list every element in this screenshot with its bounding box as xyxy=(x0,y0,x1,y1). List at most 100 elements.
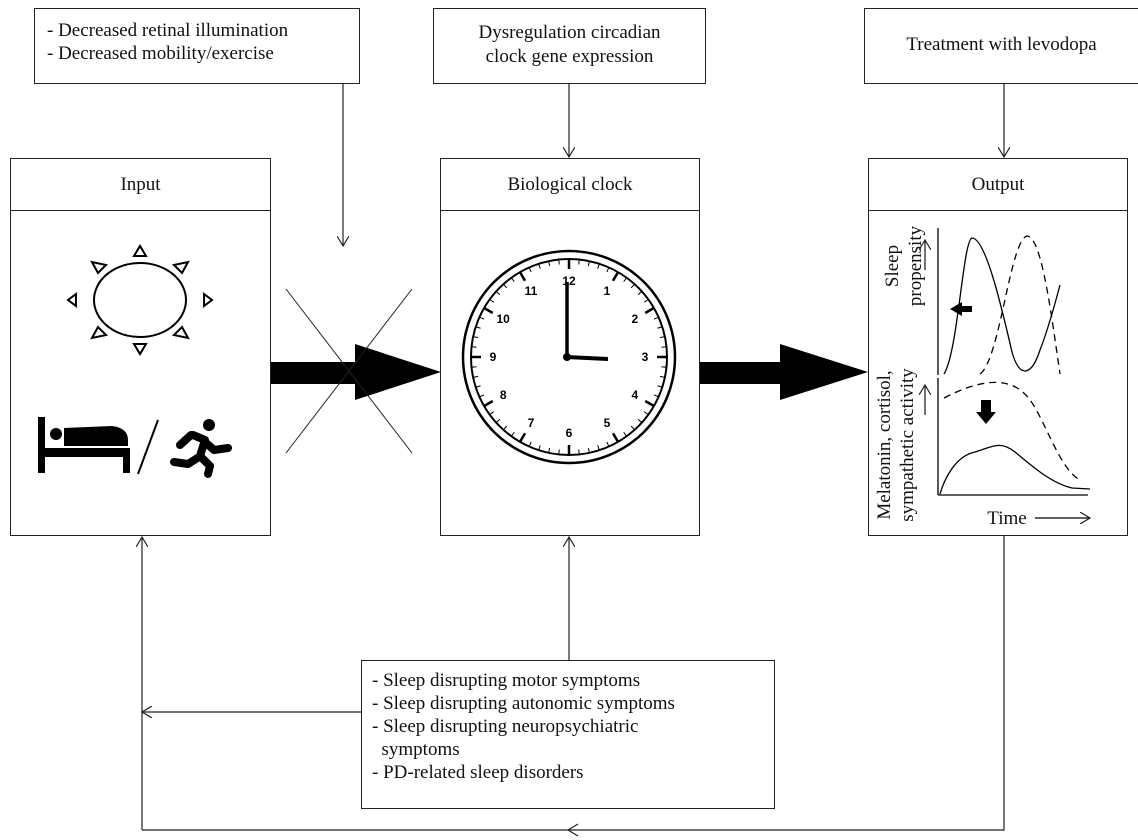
clock-header: Biological clock xyxy=(441,159,699,211)
cross-line-2 xyxy=(285,288,413,454)
melatonin-graph xyxy=(925,378,1091,496)
clock-tick xyxy=(661,366,667,368)
clock-numeral: 3 xyxy=(642,350,649,364)
clock-tick xyxy=(503,283,508,289)
clock-tick xyxy=(473,336,479,339)
clock-tick xyxy=(643,298,649,303)
clock-numeral: 4 xyxy=(631,388,638,402)
sleep-propensity-label-2: propensity xyxy=(905,225,926,306)
clock-tick xyxy=(558,449,560,455)
clock-tick xyxy=(495,418,501,423)
clock-tick xyxy=(659,336,665,339)
sleep-propensity-graph xyxy=(925,228,1061,375)
symptom-line-3: - Sleep disrupting neuropsychiatric xyxy=(372,716,639,737)
clock-tick xyxy=(606,267,610,273)
clock-tick xyxy=(659,375,665,378)
clock-numeral: 10 xyxy=(497,312,511,326)
clock-tick xyxy=(479,316,485,320)
clock-tick xyxy=(578,449,580,455)
clock-gene-line-2: clock gene expression xyxy=(485,46,654,67)
factor-box-clock-gene: Dysregulation circadian clock gene expre… xyxy=(433,8,706,84)
arrow-icon xyxy=(271,344,441,400)
factor-line-1: - Decreased retinal illumination xyxy=(47,20,289,41)
clock-tick xyxy=(623,277,628,283)
clock-numeral: 7 xyxy=(528,416,535,430)
output-box: Output xyxy=(868,158,1128,536)
clock-tick xyxy=(473,375,479,378)
clock-tick xyxy=(471,366,477,368)
output-header: Output xyxy=(869,159,1127,211)
factor-box-retina-mobility: - Decreased retinal illumination - Decre… xyxy=(34,8,360,84)
clock-tick xyxy=(548,261,551,267)
clock-title: Biological clock xyxy=(507,174,633,195)
factor-box-levodopa: Treatment with levodopa xyxy=(864,8,1138,84)
symptom-line-1: - Sleep disrupting motor symptoms xyxy=(372,670,641,691)
clock-tick xyxy=(653,316,659,320)
symptoms-box: - Sleep disrupting motor symptoms - Slee… xyxy=(361,660,775,809)
bed-icon xyxy=(38,417,130,473)
clock-tick xyxy=(475,326,481,329)
clock-tick xyxy=(558,259,560,265)
clock-tick xyxy=(483,399,494,408)
clock-numeral: 1 xyxy=(604,284,611,298)
clock-tick xyxy=(479,394,485,398)
clock-numeral: 12 xyxy=(562,274,576,288)
clock-tick xyxy=(489,298,495,303)
clock-tick xyxy=(548,447,551,453)
clock-numeral: 5 xyxy=(604,416,611,430)
symptom-line-5: - PD-related sleep disorders xyxy=(372,762,584,783)
feedback-loop-arrowhead xyxy=(566,823,579,837)
clock-tick xyxy=(538,445,541,451)
clock-tick xyxy=(637,291,643,296)
clock-tick xyxy=(510,431,515,437)
melatonin-label-2: sympathetic activity xyxy=(897,368,918,522)
clock-tick xyxy=(471,346,477,348)
clock-tick xyxy=(661,346,667,348)
clock-tick xyxy=(644,399,655,408)
clock-tick xyxy=(657,385,663,388)
clock-tick xyxy=(606,441,610,447)
slash-divider xyxy=(137,419,159,475)
clock-tick xyxy=(489,411,495,416)
clock-tick xyxy=(495,291,501,296)
clock-tick xyxy=(611,432,620,443)
sleep-propensity-label-1: Sleep xyxy=(882,245,903,287)
clock-tick xyxy=(653,394,659,398)
output-title: Output xyxy=(971,174,1025,195)
clock-numeral: 9 xyxy=(490,350,497,364)
clock-tick xyxy=(518,432,527,443)
clock-tick xyxy=(475,385,481,388)
clock-tick xyxy=(587,261,590,267)
clock-numeral: 6 xyxy=(566,426,573,440)
clock-tick xyxy=(657,326,663,329)
clock-tick xyxy=(518,271,527,282)
feedback-loop-line xyxy=(142,536,1005,831)
melatonin-label-1: Melatonin, cortisol, xyxy=(874,370,895,519)
clock-numeral: 8 xyxy=(500,388,507,402)
clock-tick xyxy=(538,263,541,269)
clock-numeral: 11 xyxy=(525,284,538,298)
clock-tick xyxy=(644,306,655,315)
clock-tick xyxy=(611,271,620,282)
symptom-line-4: symptoms xyxy=(372,739,460,760)
clock-tick xyxy=(597,263,600,269)
clock-tick xyxy=(528,267,532,273)
symptom-line-2: - Sleep disrupting autonomic symptoms xyxy=(372,693,675,714)
input-title: Input xyxy=(120,174,161,195)
sun-icon xyxy=(66,244,214,356)
clock-tick xyxy=(597,445,600,451)
input-header: Input xyxy=(11,159,270,211)
clock-tick xyxy=(637,418,643,423)
clock-tick xyxy=(510,277,515,283)
levodopa-text: Treatment with levodopa xyxy=(906,34,1097,55)
clock-gene-line-1: Dysregulation circadian xyxy=(478,22,661,43)
factor-line-2: - Decreased mobility/exercise xyxy=(47,43,274,64)
clock-tick xyxy=(623,431,628,437)
clock-tick xyxy=(587,447,590,453)
clock-tick xyxy=(630,425,635,431)
clock-tick xyxy=(643,411,649,416)
clock-tick xyxy=(528,441,532,447)
clock-tick xyxy=(630,283,635,289)
